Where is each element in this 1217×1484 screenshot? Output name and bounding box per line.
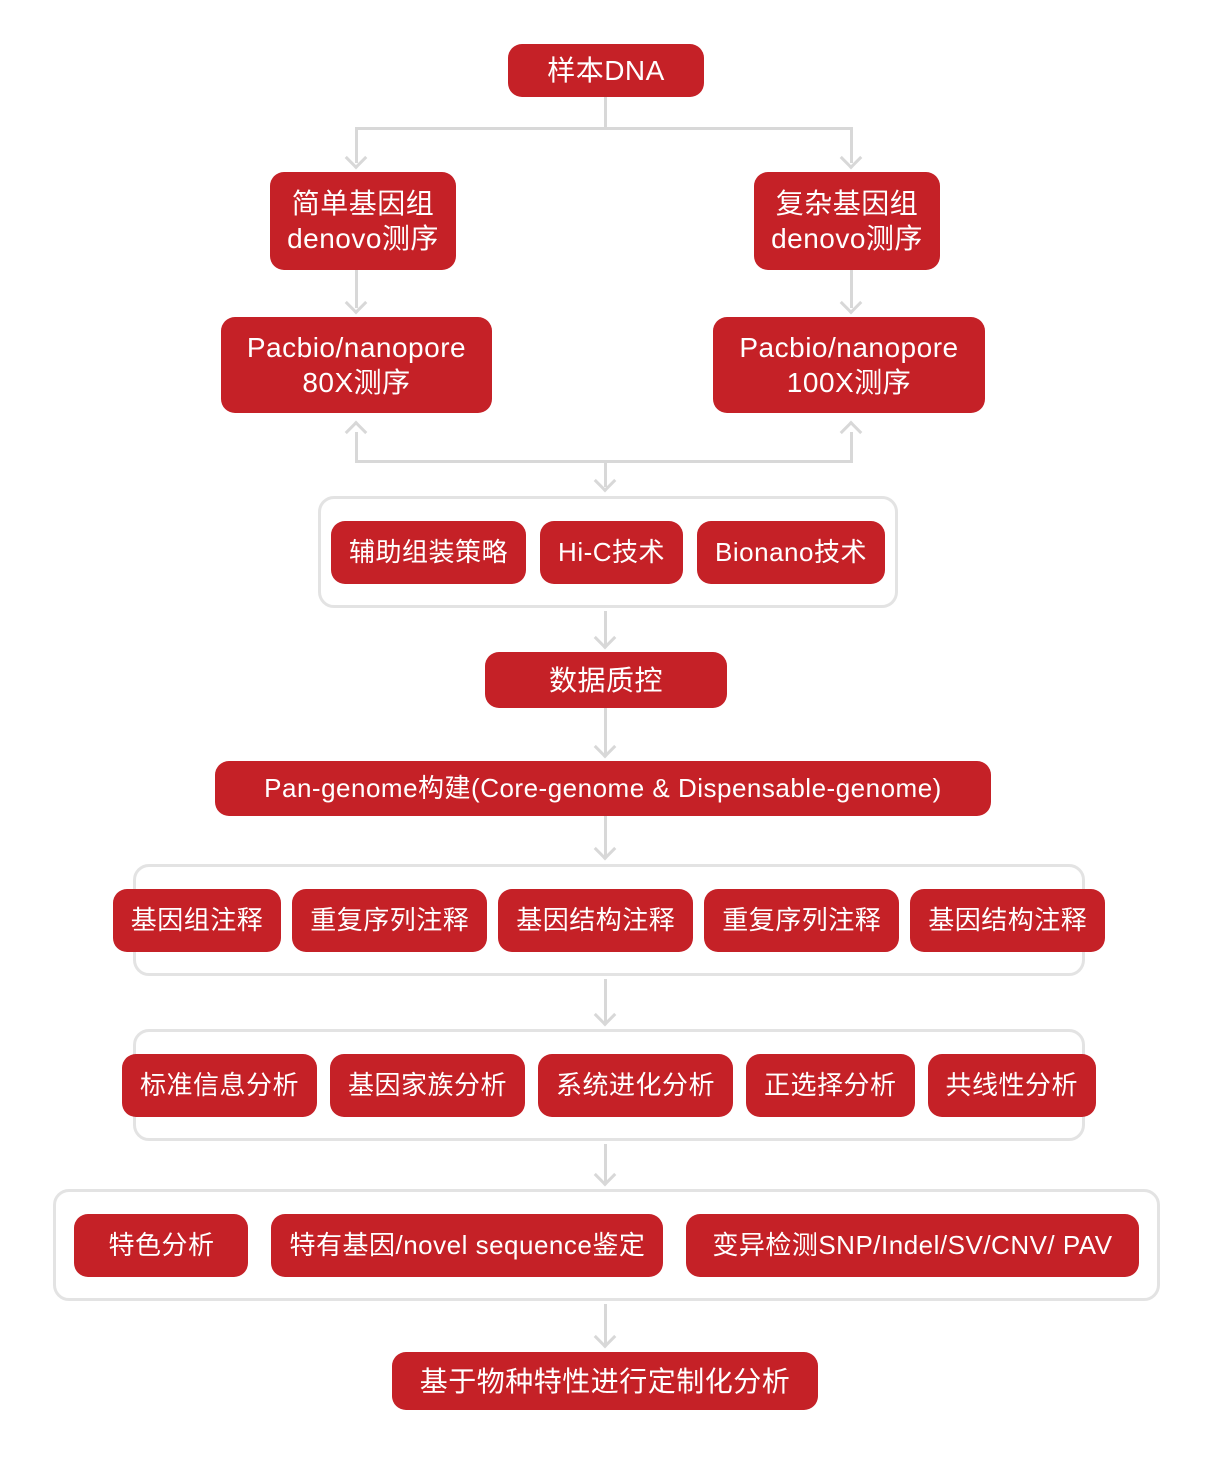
node-pacbio80-line1: Pacbio/nanopore (246, 332, 467, 363)
connector-line (604, 97, 607, 129)
node-complex-genome-line2: denovo测序 (771, 223, 923, 254)
node-pacbio80-line2: 80X测序 (302, 367, 411, 398)
node-custom-analysis: 基于物种特性进行定制化分析 (392, 1352, 818, 1410)
connector-line (604, 816, 607, 858)
node-repeat-annotation-1: 重复序列注释 (292, 888, 488, 952)
node-sample-dna: 样本DNA (508, 44, 704, 97)
node-variant-detection: 变异检测SNP/Indel/SV/CNV/ PAV (686, 1213, 1139, 1277)
group-annotation: 基因组注释 重复序列注释 基因结构注释 重复序列注释 基因结构注释 (112, 864, 1106, 976)
connector-line (355, 432, 358, 463)
connector-line (355, 127, 358, 163)
node-gene-structure-annotation-1: 基因结构注释 (498, 888, 694, 952)
node-phylogenetic-analysis: 系统进化分析 (538, 1053, 734, 1117)
arrowhead-down-icon (344, 146, 368, 170)
connector-line (850, 127, 853, 163)
arrowhead-down-icon (593, 626, 617, 650)
node-pan-genome-construction: Pan-genome构建(Core-genome & Dispensable-g… (215, 761, 991, 816)
group-special-analysis: 特色分析 特有基因/novel sequence鉴定 变异检测SNP/Indel… (53, 1189, 1160, 1301)
group-assembly-strategy: 辅助组装策略 Hi-C技术 Bionano技术 (318, 496, 898, 608)
arrowhead-down-icon (593, 837, 617, 861)
node-pacbio-nanopore-100x: Pacbio/nanopore 100X测序 (713, 317, 985, 413)
arrowhead-down-icon (344, 291, 368, 315)
node-genome-annotation: 基因组注释 (112, 888, 282, 952)
connector-line (355, 127, 853, 130)
connector-line (604, 460, 607, 487)
node-assembly-strategy: 辅助组装策略 (331, 520, 527, 584)
arrowhead-down-icon (593, 1163, 617, 1187)
node-special-analysis: 特色分析 (74, 1213, 249, 1277)
arrowhead-down-icon (593, 469, 617, 493)
node-repeat-annotation-2: 重复序列注释 (704, 888, 900, 952)
connector-line (355, 270, 358, 308)
node-collinearity-analysis: 共线性分析 (927, 1053, 1097, 1117)
connector-line (604, 979, 607, 1024)
connector-line (604, 708, 607, 755)
arrowhead-down-icon (593, 1325, 617, 1349)
node-bionano-technology: Bionano技术 (697, 520, 885, 584)
node-simple-genome-line2: denovo测序 (287, 223, 439, 254)
arrowhead-down-icon (839, 146, 863, 170)
node-positive-selection-analysis: 正选择分析 (746, 1053, 915, 1117)
node-data-qc: 数据质控 (485, 652, 727, 708)
node-novel-sequence-identification: 特有基因/novel sequence鉴定 (271, 1213, 664, 1277)
node-gene-structure-annotation-2: 基因结构注释 (910, 888, 1106, 952)
node-complex-genome-line1: 复杂基因组 (775, 188, 919, 219)
node-complex-genome-denovo: 复杂基因组 denovo测序 (754, 172, 940, 270)
node-pacbio-nanopore-80x: Pacbio/nanopore 80X测序 (221, 317, 492, 413)
node-hic-technology: Hi-C技术 (540, 520, 684, 584)
connector-line (850, 432, 853, 463)
node-gene-family-analysis: 基因家族分析 (329, 1053, 525, 1117)
connector-line (604, 1304, 607, 1346)
connector-line (604, 611, 607, 646)
connector-line (604, 1144, 607, 1184)
node-pacbio100-line2: 100X测序 (786, 367, 912, 398)
arrowhead-down-icon (839, 291, 863, 315)
connector-line (850, 270, 853, 308)
node-simple-genome-denovo: 简单基因组 denovo测序 (270, 172, 456, 270)
node-simple-genome-line1: 简单基因组 (291, 188, 435, 219)
arrowhead-down-icon (593, 735, 617, 759)
arrowhead-down-icon (593, 1003, 617, 1027)
node-standard-analysis: 标准信息分析 (121, 1053, 317, 1117)
group-analysis: 标准信息分析 基因家族分析 系统进化分析 正选择分析 共线性分析 (121, 1029, 1097, 1141)
node-pacbio100-line1: Pacbio/nanopore (739, 332, 959, 363)
